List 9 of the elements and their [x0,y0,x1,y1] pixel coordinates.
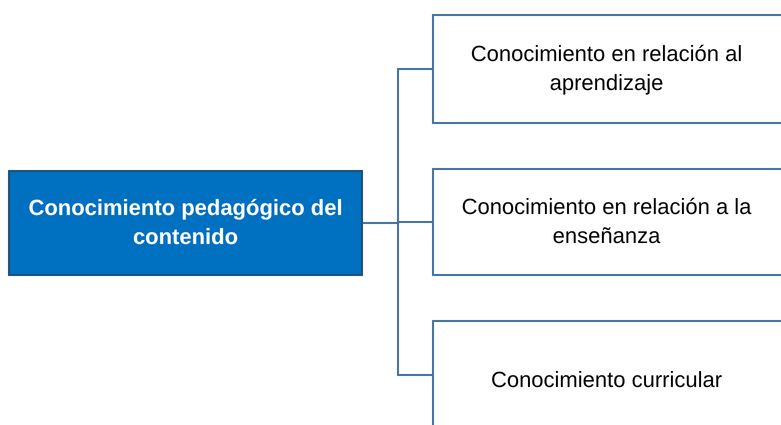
category-box [432,168,781,276]
category-box [432,14,781,124]
connector-line [363,222,432,376]
box-text: Conocimiento en relación a la enseñanza [460,193,752,250]
category-box [432,320,781,425]
box-text: Conocimiento pedagógico del contenido [27,194,344,251]
box-text: Conocimiento en relación al aprendizaje [470,40,744,97]
main-concept-box [8,170,363,276]
box-text: Conocimiento curricular [490,366,724,394]
